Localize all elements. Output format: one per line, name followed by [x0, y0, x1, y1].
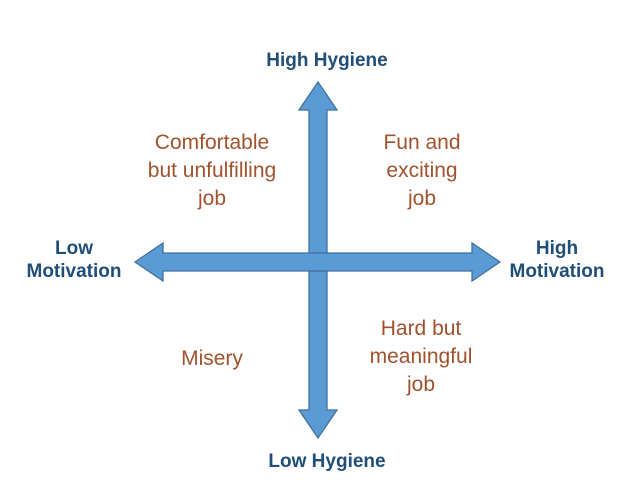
axis-label-low-motivation: Low Motivation — [26, 238, 122, 282]
horizontal-double-arrow-icon — [133, 241, 502, 283]
quadrant-bottom-right-label: Hard but meaningful job — [369, 317, 473, 396]
quadrant-top-left-label: Comfortable but unfulfilling job — [147, 131, 277, 210]
axis-label-low-hygiene: Low Hygiene — [268, 451, 386, 472]
axis-label-high-hygiene: High Hygiene — [266, 50, 388, 71]
axis-label-high-motivation: High Motivation — [509, 238, 605, 282]
quadrant-top-right-label: Fun and exciting job — [383, 131, 461, 210]
quadrant-bottom-left-label: Misery — [181, 347, 243, 370]
